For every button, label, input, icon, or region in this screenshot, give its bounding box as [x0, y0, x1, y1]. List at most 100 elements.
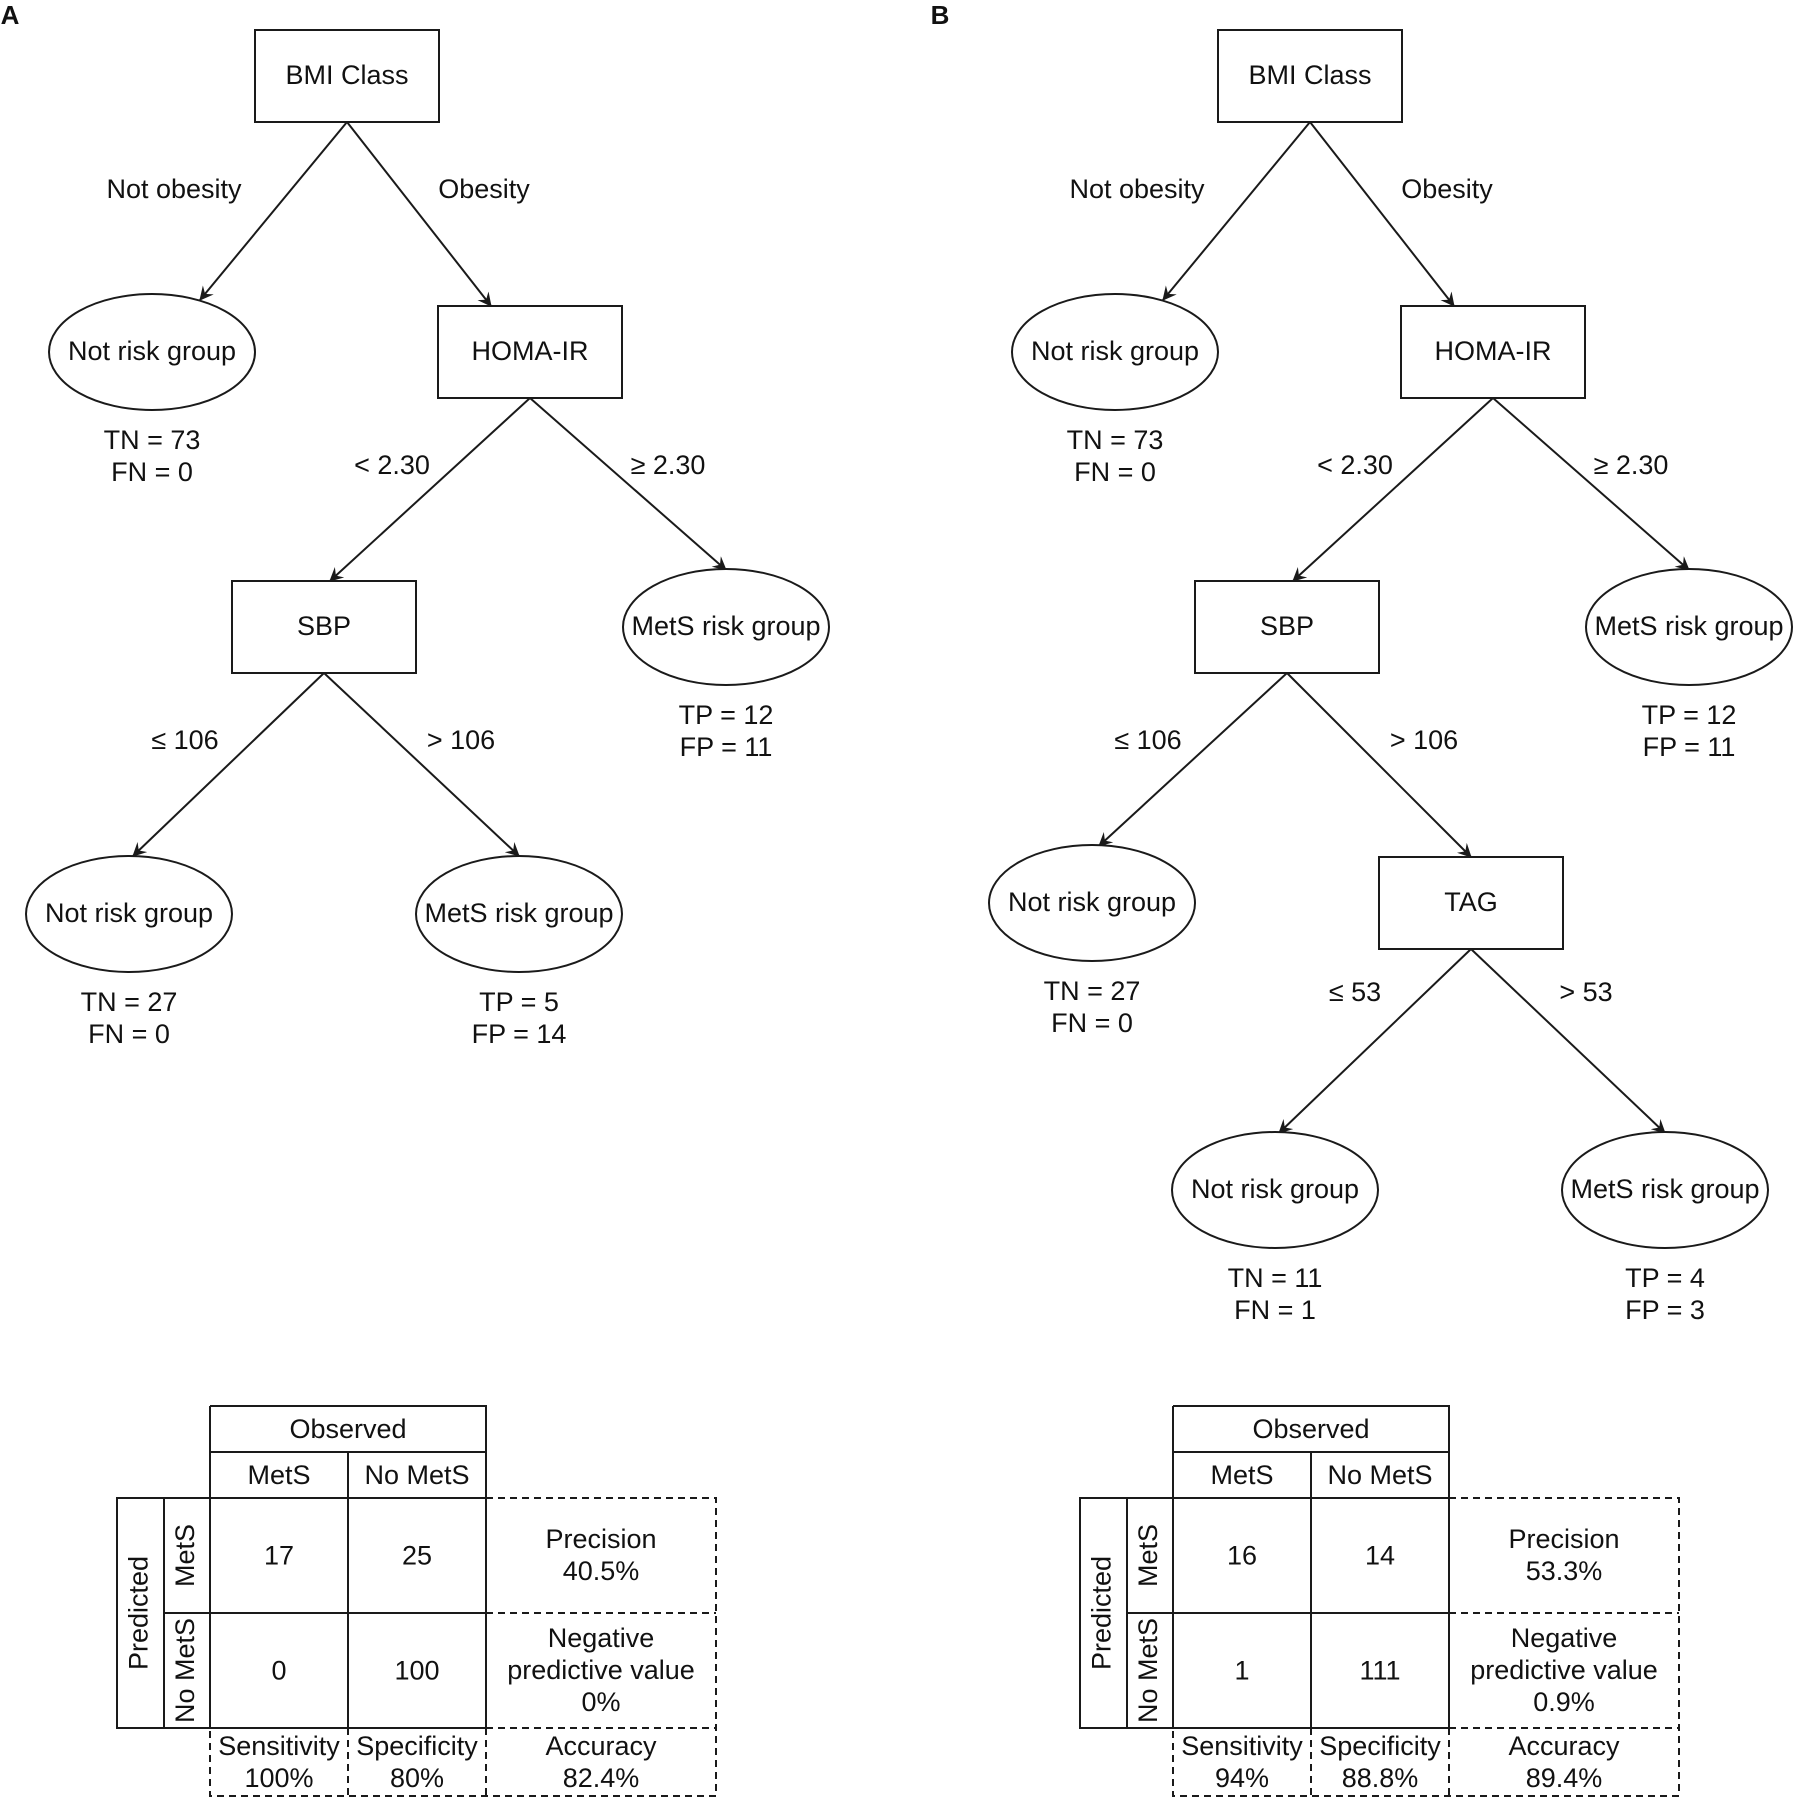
node-label-b-leaf3: Not risk group — [1008, 887, 1176, 917]
edge-arrow-a-bmi-to-a-leaf1 — [199, 121, 348, 301]
split-node-b-homa — [1400, 305, 1586, 399]
node-label-a-leaf2: MetS risk group — [631, 611, 820, 641]
table-a-observed-header: Observed — [289, 1414, 406, 1444]
table-a-accuracy-value: 82.4% — [563, 1763, 640, 1793]
table-a-predicted-header: Predicted — [124, 1556, 154, 1670]
edge-label-a-homa-to-a-sbp: < 2.30 — [354, 450, 430, 480]
table-a-cell-tp: 17 — [264, 1541, 294, 1571]
table-b-observed-header: Observed — [1252, 1414, 1369, 1444]
leaf-stats-b-leaf5-0: TN = 11 — [1228, 1263, 1323, 1293]
edge-arrow-a-bmi-to-a-homa — [346, 121, 492, 307]
split-node-b-bmi — [1217, 29, 1403, 123]
edge-label-b-tag-to-b-leaf5: ≤ 53 — [1329, 977, 1381, 1007]
leaf-stats-a-leaf1-1: FN = 0 — [111, 457, 193, 487]
leaf-stats-a-leaf3-1: FN = 0 — [88, 1019, 170, 1049]
edge-label-b-homa-to-b-sbp: < 2.30 — [1317, 450, 1393, 480]
leaf-stats-a-leaf4-0: TP = 5 — [479, 987, 559, 1017]
edge-arrow-b-tag-to-b-leaf5 — [1278, 948, 1472, 1134]
leaf-stats-b-leaf5-1: FN = 1 — [1234, 1295, 1316, 1325]
table-a-sensitivity-label: Sensitivity — [218, 1731, 340, 1761]
split-node-a-homa — [437, 305, 623, 399]
leaf-node-a-leaf3 — [25, 855, 233, 973]
leaf-node-a-leaf1 — [48, 293, 256, 411]
table-b-precision-value: 53.3% — [1526, 1556, 1603, 1586]
table-b-accuracy-label: Accuracy — [1508, 1731, 1620, 1761]
table-a-col-nomets-header: No MetS — [364, 1460, 469, 1490]
table-b-sensitivity-value: 94% — [1215, 1763, 1269, 1793]
table-a-cell-fp: 25 — [402, 1541, 432, 1571]
node-label-a-sbp: SBP — [297, 611, 351, 641]
edge-arrow-b-sbp-to-b-tag — [1286, 672, 1472, 858]
node-label-b-leaf5: Not risk group — [1191, 1174, 1359, 1204]
table-a-row-nomets-header: No MetS — [170, 1618, 200, 1723]
split-node-b-tag — [1378, 856, 1564, 950]
edge-label-b-bmi-to-b-leaf1: Not obesity — [1069, 174, 1205, 204]
leaf-node-b-leaf6 — [1561, 1131, 1769, 1249]
edge-arrow-a-homa-to-a-sbp — [329, 397, 531, 582]
node-label-b-tag: TAG — [1444, 887, 1498, 917]
node-label-b-leaf1: Not risk group — [1031, 336, 1199, 366]
leaf-stats-a-leaf2-0: TP = 12 — [679, 700, 774, 730]
table-b-sensitivity-label: Sensitivity — [1181, 1731, 1303, 1761]
table-a-accuracy-label: Accuracy — [545, 1731, 657, 1761]
edge-label-b-bmi-to-b-homa: Obesity — [1401, 174, 1493, 204]
table-a-npv-value: 0% — [581, 1687, 620, 1717]
table-a-precision-label: Precision — [545, 1524, 656, 1554]
table-a-sensitivity-value: 100% — [244, 1763, 313, 1793]
split-node-a-bmi — [254, 29, 440, 123]
table-a-row-mets-header: MetS — [170, 1524, 200, 1587]
leaf-node-b-leaf2 — [1585, 568, 1793, 686]
table-a-metrics-grid — [209, 1497, 717, 1797]
table-b-accuracy-value: 89.4% — [1526, 1763, 1603, 1793]
leaf-node-b-leaf5 — [1171, 1131, 1379, 1249]
leaf-stats-a-leaf4-1: FP = 14 — [472, 1019, 567, 1049]
leaf-stats-b-leaf3-0: TN = 27 — [1044, 976, 1141, 1006]
leaf-stats-a-leaf1-0: TN = 73 — [104, 425, 201, 455]
edge-arrow-b-bmi-to-b-homa — [1309, 121, 1455, 307]
table-b-npv-label-1: Negative — [1511, 1623, 1618, 1653]
leaf-stats-b-leaf3-1: FN = 0 — [1051, 1008, 1133, 1038]
edge-arrow-b-homa-to-b-leaf2 — [1492, 397, 1690, 571]
table-b-cell-tn: 111 — [1359, 1656, 1400, 1686]
table-a-precision-value: 40.5% — [563, 1556, 640, 1586]
node-label-a-leaf1: Not risk group — [68, 336, 236, 366]
table-b-metrics-grid — [1172, 1497, 1680, 1797]
edge-arrow-b-sbp-to-b-leaf3 — [1098, 672, 1288, 847]
table-b-row-nomets-header: No MetS — [1133, 1618, 1163, 1723]
leaf-node-b-leaf3 — [988, 844, 1196, 962]
leaf-stats-b-leaf2-0: TP = 12 — [1642, 700, 1737, 730]
table-a-cell-tn: 100 — [394, 1656, 439, 1686]
leaf-stats-b-leaf6-0: TP = 4 — [1625, 1263, 1705, 1293]
panel-label-a: A — [1, 0, 20, 30]
split-node-b-sbp — [1194, 580, 1380, 674]
table-b-cell-fp: 14 — [1365, 1541, 1395, 1571]
table-b-row-mets-header: MetS — [1133, 1524, 1163, 1587]
table-b-npv-label-2: predictive value — [1470, 1655, 1658, 1685]
table-a-specificity-label: Specificity — [356, 1731, 478, 1761]
leaf-node-a-leaf4 — [415, 855, 623, 973]
table-b-specificity-label: Specificity — [1319, 1731, 1441, 1761]
edge-label-a-homa-to-a-leaf2: ≥ 2.30 — [631, 450, 706, 480]
edge-label-b-homa-to-b-leaf2: ≥ 2.30 — [1594, 450, 1669, 480]
leaf-stats-a-leaf2-1: FP = 11 — [680, 732, 773, 762]
table-a-grid — [116, 1405, 487, 1729]
table-b-cell-fn: 1 — [1234, 1656, 1249, 1686]
node-label-b-bmi: BMI Class — [1248, 60, 1371, 90]
leaf-node-b-leaf1 — [1011, 293, 1219, 411]
node-label-b-leaf6: MetS risk group — [1570, 1174, 1759, 1204]
edge-arrow-b-homa-to-b-sbp — [1292, 397, 1494, 582]
edge-label-b-sbp-to-b-tag: > 106 — [1390, 725, 1458, 755]
table-b-col-mets-header: MetS — [1210, 1460, 1273, 1490]
leaf-stats-a-leaf3-0: TN = 27 — [81, 987, 178, 1017]
leaf-stats-b-leaf1-1: FN = 0 — [1074, 457, 1156, 487]
table-b-col-nomets-header: No MetS — [1327, 1460, 1432, 1490]
table-b-cell-tp: 16 — [1227, 1541, 1257, 1571]
edge-arrow-a-homa-to-a-leaf2 — [529, 397, 727, 571]
node-label-b-homa: HOMA-IR — [1435, 336, 1552, 366]
split-node-a-sbp — [231, 580, 417, 674]
table-a-npv-label-1: Negative — [548, 1623, 655, 1653]
node-label-a-leaf4: MetS risk group — [424, 898, 613, 928]
table-b-precision-label: Precision — [1508, 1524, 1619, 1554]
